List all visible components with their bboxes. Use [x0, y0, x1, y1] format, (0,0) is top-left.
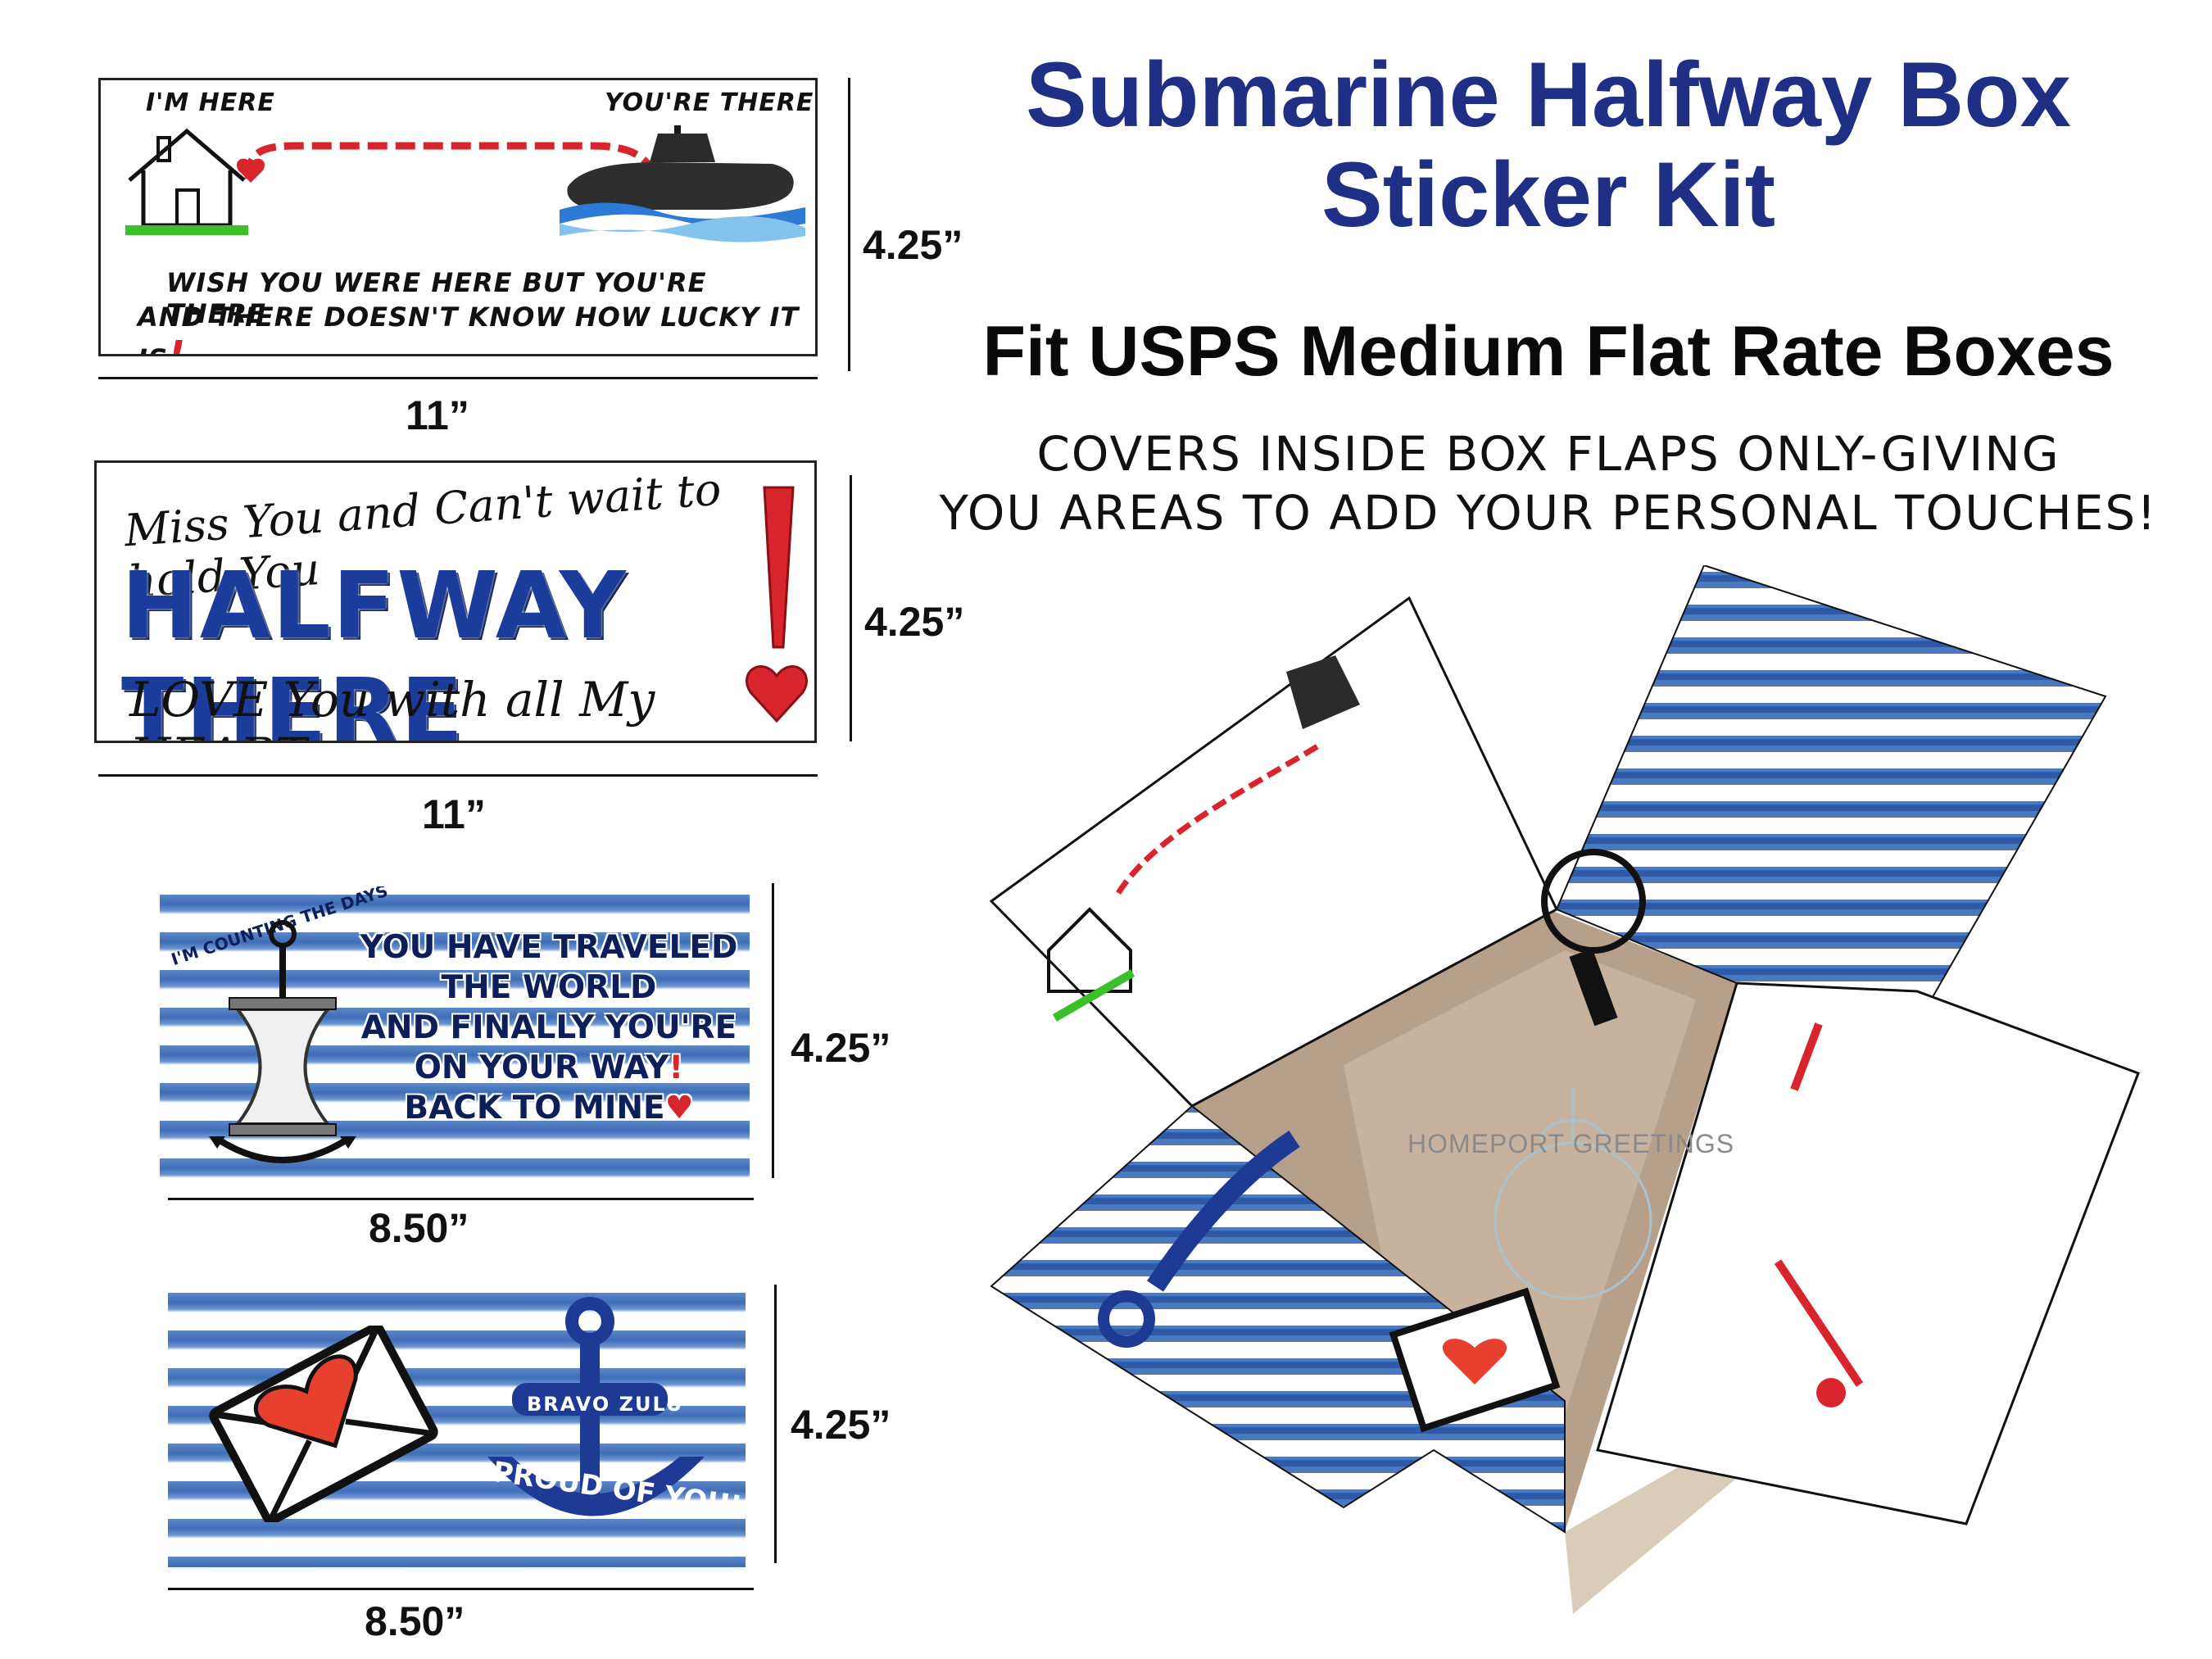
submarine-icon	[560, 125, 805, 243]
bravo-zulu-text: BRAVO ZULU	[527, 1393, 684, 1416]
halfway-there-text: HALFWAY THERE	[121, 553, 628, 743]
sticker-halfway-there: Miss You and Can't wait to hold You HALF…	[94, 460, 817, 743]
wish-line-2-text: AND THERE DOESN'T KNOW HOW LUCKY IT IS	[138, 301, 800, 354]
traveled-line-5: BACK TO MINE♥	[356, 1088, 741, 1128]
height-label: 4.25”	[864, 599, 965, 645]
wish-line-2: AND THERE DOESN'T KNOW HOW LUCKY IT IS!	[138, 301, 815, 356]
box-graphic	[989, 565, 2140, 1614]
traveled-line-4: ON YOUR WAY!	[356, 1048, 741, 1088]
wish-line-1: WISH YOU WERE HERE BUT YOU'RE THERE	[166, 267, 707, 329]
subtitle: Fit USPS Medium Flat Rate Boxes	[982, 312, 2115, 391]
sticker-bravo-zulu: BRAVO ZULU PROUD OF YOU!	[168, 1285, 746, 1567]
anchor-icon	[487, 1297, 705, 1516]
traveled-line-5-text: BACK TO MINE	[404, 1090, 665, 1126]
heart-icon: ♥	[664, 1090, 694, 1126]
width-label: 11”	[406, 392, 469, 438]
width-dimension-line	[168, 1198, 754, 1200]
youre-there-label: YOU'RE THERE	[605, 88, 814, 117]
love-letter-icon	[209, 1326, 438, 1522]
height-dimension-line	[772, 883, 774, 1178]
height-dimension-line	[774, 1285, 777, 1563]
width-dimension-line	[98, 774, 818, 777]
watermark-text: HOMEPORT GREETINGS	[1407, 1129, 1735, 1158]
house-icon	[125, 128, 248, 235]
traveled-text-block: YOU HAVE TRAVELED THE WORLD AND FINALLY …	[356, 927, 741, 1128]
traveled-line-3: AND FINALLY YOU'RE	[360, 1009, 737, 1046]
box-illustration: HOMEPORT GREETINGS	[975, 565, 2146, 1622]
exclamation-heart-icon	[745, 486, 809, 723]
title-line-2: Sticker Kit	[1321, 143, 1775, 246]
width-dimension-line	[98, 377, 818, 379]
width-label: 11”	[422, 791, 486, 837]
height-label: 4.25”	[791, 1025, 891, 1071]
page-title: Submarine Halfway Box Sticker Kit	[885, 45, 2212, 245]
exclamation-icon: !	[167, 333, 186, 356]
height-label: 4.25”	[863, 222, 963, 268]
traveled-line-1: YOU HAVE TRAVELED	[360, 929, 738, 966]
im-here-label: I'M HERE	[146, 88, 275, 117]
width-label: 8.50”	[365, 1598, 465, 1644]
sticker-submarine: I'M HERE YOU'RE THERE WISH YOU WERE HERE…	[98, 78, 818, 356]
description: Covers inside box flaps only-giving you …	[885, 424, 2212, 542]
height-label: 4.25”	[791, 1402, 891, 1448]
height-dimension-line	[848, 78, 850, 371]
traveled-line-2: THE WORLD	[441, 969, 657, 1006]
height-dimension-line	[850, 475, 852, 741]
width-label: 8.50”	[369, 1205, 469, 1251]
title-line-1: Submarine Halfway Box	[1026, 43, 2071, 146]
traveled-line-4-text: ON YOUR WAY	[414, 1049, 669, 1086]
description-line-1: Covers inside box flaps only-giving	[1036, 426, 2060, 482]
anchor-hourglass-icon	[209, 920, 356, 1163]
sticker-traveled-world: I'M COUNTING THE DAYS YOU HAVE TRAVELED …	[160, 886, 750, 1177]
love-you-text: LOVE You with all My HEART	[129, 672, 655, 741]
exclamation-icon: !	[669, 1049, 684, 1086]
width-dimension-line	[168, 1588, 754, 1590]
description-line-2: you areas to add your personal touches!	[939, 485, 2158, 541]
